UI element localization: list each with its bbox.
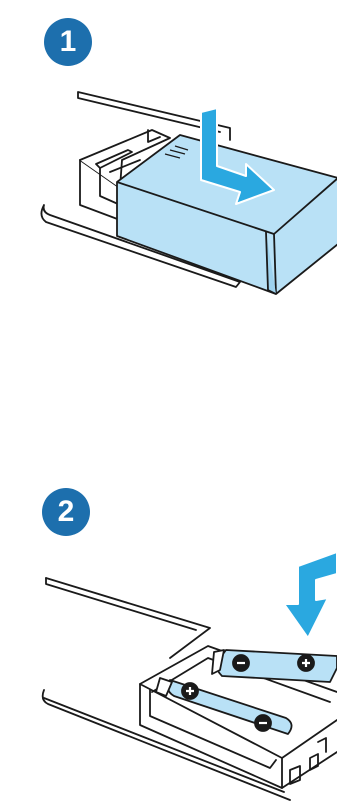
battery-lower <box>155 677 293 735</box>
step-number-badge: 1 <box>44 18 92 66</box>
battery-upper <box>211 649 337 683</box>
remote-body <box>45 577 211 659</box>
remote-battery-illustration <box>41 551 337 801</box>
remote-cover-illustration <box>40 91 337 295</box>
step-1: 1 <box>0 0 337 320</box>
remote-body <box>77 91 231 141</box>
step-2: 2 <box>0 470 337 807</box>
battery-cover <box>116 134 337 295</box>
slide-arrow-icon <box>200 107 275 205</box>
step-number-badge: 2 <box>42 488 90 536</box>
insert-arrow-icon <box>283 551 337 639</box>
